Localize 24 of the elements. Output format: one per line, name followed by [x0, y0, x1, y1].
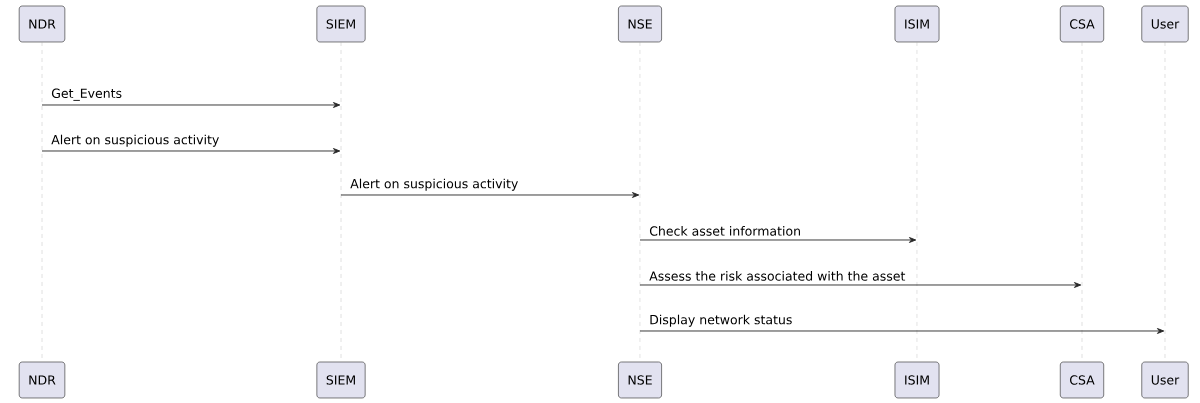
edge-label: Assess the risk associated with the asset — [648, 270, 907, 282]
participant-box: SIEM — [316, 5, 366, 43]
message-arrow — [639, 282, 1082, 288]
participant-box: User — [1141, 361, 1189, 399]
participant-box: CSA — [1059, 5, 1104, 43]
participant-box: NSE — [618, 361, 662, 399]
participant-box: User — [1141, 5, 1189, 43]
edge-label: Alert on suspicious activity — [50, 133, 221, 148]
message-arrow — [639, 328, 1165, 334]
edge-label: Get_Events — [50, 87, 124, 102]
edge-label: Display network status — [648, 313, 794, 328]
participant-box: NDR — [18, 5, 66, 43]
participant-box: CSA — [1059, 361, 1104, 399]
participant-box: NSE — [618, 5, 662, 43]
participant-box: ISIM — [894, 361, 940, 399]
edge-label: Alert on suspicious activity — [349, 177, 520, 192]
participant-box: ISIM — [894, 5, 940, 43]
participant-box: SIEM — [316, 361, 366, 399]
participant-box: NDR — [18, 361, 66, 399]
message-arrow — [639, 237, 917, 243]
edge-label: Check asset information — [648, 225, 802, 237]
message-arrow — [41, 148, 341, 154]
message-arrow — [340, 192, 640, 198]
message-arrow — [41, 102, 341, 108]
